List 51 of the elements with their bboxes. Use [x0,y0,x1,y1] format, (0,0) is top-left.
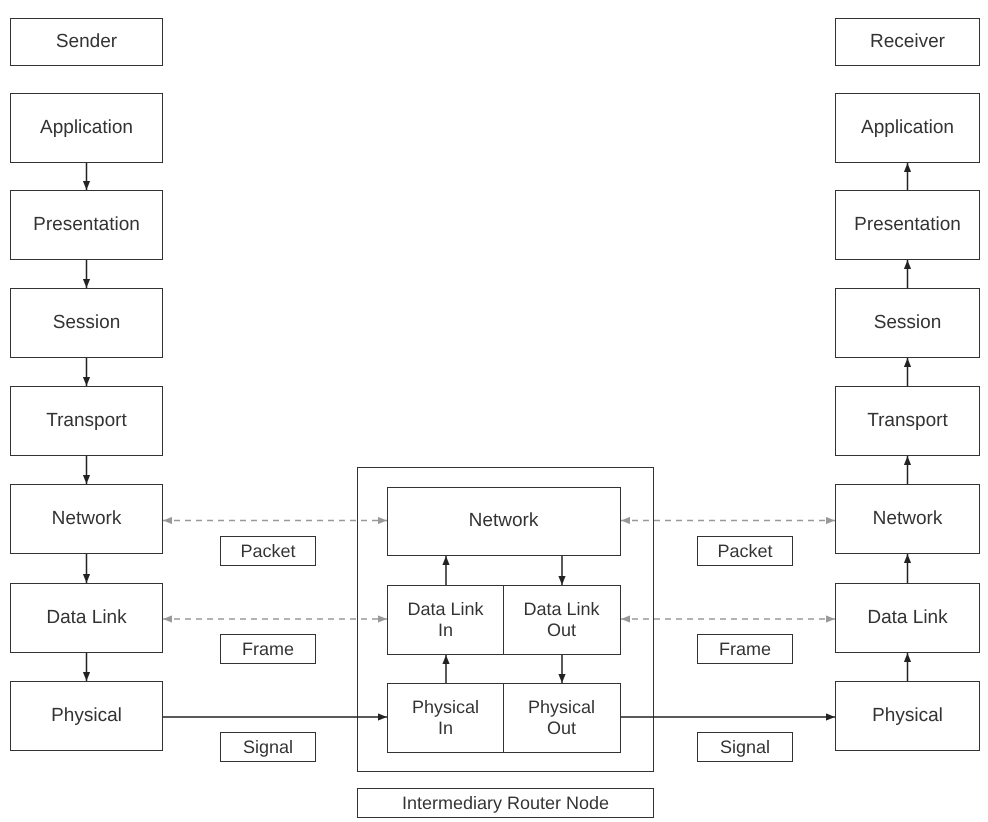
arrow [82,653,90,681]
arrow [558,556,566,585]
arrow [904,653,912,681]
layer-box: Data Link Out [502,584,620,654]
unit-label-box: Packet [220,536,316,566]
header-box: Sender [10,18,163,66]
layer-box: Transport [835,386,980,456]
unit-label-box: Frame [220,634,316,664]
arrow [163,615,387,623]
unit-label-box: Frame [697,634,793,664]
unit-label-box: Signal [697,732,793,762]
arrow [442,556,450,585]
layer-box: Session [10,288,163,358]
arrow [904,456,912,484]
arrow [82,163,90,190]
arrow [163,516,387,524]
layer-box: Application [835,93,980,163]
layer-box: Data Link [10,583,163,653]
arrow [904,163,912,190]
caption-box: Intermediary Router Node [357,788,654,818]
unit-label-box: Signal [220,732,316,762]
layer-box: Physical Out [502,682,620,752]
layer-box: Network [835,484,980,554]
arrow [558,655,566,683]
arrow [904,260,912,288]
arrow [82,554,90,583]
arrow [904,358,912,386]
layer-box: Presentation [835,190,980,260]
layer-box: Transport [10,386,163,456]
layer-box: Physical [835,681,980,751]
arrow [904,554,912,583]
layer-box: Presentation [10,190,163,260]
arrow [82,358,90,386]
arrow [82,260,90,288]
layer-box: Data Link [835,583,980,653]
layer-box: Application [10,93,163,163]
layer-box: Network [10,484,163,554]
arrow [621,713,835,721]
router-frame [357,467,654,772]
arrow [621,615,835,623]
arrow [82,456,90,484]
layer-box: Physical In [386,682,504,752]
layer-box: Session [835,288,980,358]
unit-label-box: Packet [697,536,793,566]
arrow [442,655,450,683]
arrow [621,516,835,524]
layer-box: Network [386,486,620,556]
layer-box: Data Link In [386,584,504,654]
header-box: Receiver [835,18,980,66]
layer-box: Physical [10,681,163,751]
arrow [163,713,387,721]
